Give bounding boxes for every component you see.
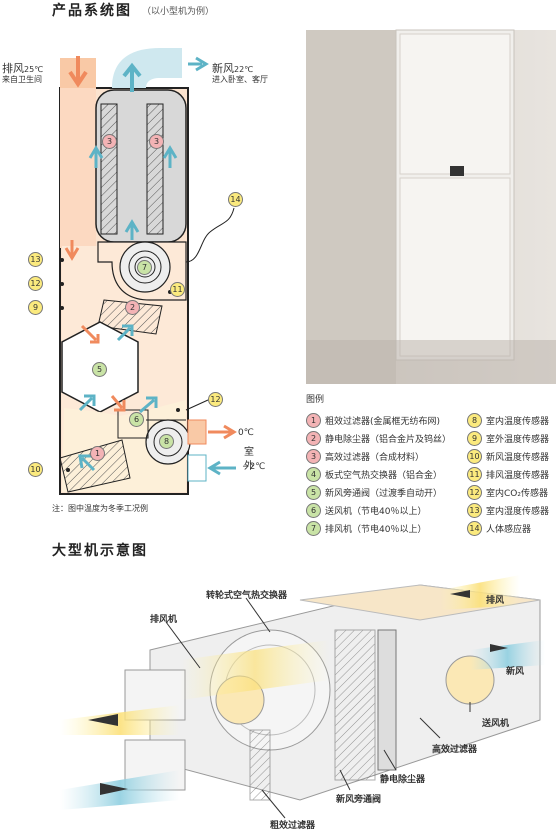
legend-number: 8	[467, 412, 482, 428]
marker-9: 10	[28, 462, 43, 477]
legend-text: 室内温度传感器	[486, 416, 550, 427]
label-hepa: 高效过滤器	[432, 745, 478, 755]
marker-8: 9	[28, 300, 43, 315]
legend-item: 6 送风机（节电40％以上）	[306, 502, 426, 518]
label-exhaust: 排风	[486, 596, 505, 606]
fresh-air-dest: 进入卧室、客厅	[212, 75, 268, 84]
legend-text: 送风机（节电40％以上）	[325, 506, 427, 517]
system-subtitle: （以小型机为例）	[142, 7, 215, 17]
system-title: 产品系统图	[52, 3, 132, 19]
marker-2: 2	[125, 300, 140, 315]
label-exhaust-fan: 排风机	[150, 615, 178, 625]
legend-item: 8 室内温度传感器	[467, 412, 549, 428]
legend-number: 10	[467, 448, 482, 464]
legend-item: 1 粗效过滤器(金属框无纺布网)	[306, 412, 440, 428]
label-coarse: 粗效过滤器	[270, 821, 316, 831]
marker-12: 12	[28, 276, 43, 291]
marker-5: 6	[129, 412, 144, 427]
outdoor-label: 室 外	[244, 447, 254, 472]
legend-item: 9 室外温度传感器	[467, 430, 549, 446]
legend-number: 7	[306, 520, 321, 536]
legend-text: 粗效过滤器(金属框无纺布网)	[325, 416, 441, 427]
marker-1: 1	[90, 446, 105, 461]
marker-10: 11	[170, 282, 185, 297]
legend-text: 板式空气热交换器（铝合金）	[325, 470, 443, 481]
legend-item: 3 高效过滤器（合成材料）	[306, 448, 424, 464]
legend-item: 5 新风旁通阀（过渡季自动开）	[306, 484, 442, 500]
legend-text: 高效过滤器（合成材料）	[325, 452, 425, 463]
legend-item: 10 新风温度传感器	[467, 448, 549, 464]
label-rotary: 转轮式空气热交换器	[206, 591, 288, 601]
legend-number: 11	[467, 466, 482, 482]
legend-item: 14 人体感应器	[467, 520, 531, 536]
marker-14: 14	[228, 192, 243, 207]
legend-text: 室内湿度传感器	[486, 506, 550, 517]
marker-3b: 3	[149, 134, 164, 149]
legend-text: 静电除尘器（铝合金片及钨丝）	[325, 434, 452, 445]
legend-number: 4	[306, 466, 321, 482]
legend-item: 12 室内CO₂传感器	[467, 484, 548, 500]
label-fresh: 新风	[506, 667, 525, 677]
electrostatic-filter	[97, 299, 163, 335]
outdoor-temp-out: −2℃	[242, 462, 266, 472]
exhaust-air-source: 来自卫生间	[2, 75, 42, 84]
exhaust-air-label: 排风25℃	[2, 62, 44, 75]
marker-13: 13	[28, 252, 43, 267]
legend-number: 9	[467, 430, 482, 446]
esp-filter	[377, 629, 397, 771]
legend-text: 室内CO₂传感器	[486, 488, 548, 499]
legend-item: 11 排风温度传感器	[467, 466, 549, 482]
marker-4: 5	[92, 362, 107, 377]
marker-3a: 3	[102, 134, 117, 149]
legend-number: 13	[467, 502, 482, 518]
legend-text: 室外温度传感器	[486, 434, 550, 445]
legend-text: 新风旁通阀（过渡季自动开）	[325, 488, 443, 499]
legend-number: 5	[306, 484, 321, 500]
marker-7: 8	[159, 434, 174, 449]
legend-item: 13 室内湿度传感器	[467, 502, 549, 518]
hepa-filter	[334, 629, 376, 781]
legend-number: 2	[306, 430, 321, 446]
legend-item: 4 板式空气热交换器（铝合金）	[306, 466, 442, 482]
label-supply-fan: 送风机	[482, 719, 510, 729]
label-esp: 静电除尘器	[380, 775, 426, 785]
legend-item: 7 排风机（节电40％以上）	[306, 520, 426, 536]
legend-number: 12	[467, 484, 482, 500]
temperature-note: 注：图中温度为冬季工况例	[52, 504, 148, 513]
legend-item: 2 静电除尘器（铝合金片及钨丝）	[306, 430, 451, 446]
legend-number: 3	[306, 448, 321, 464]
outdoor-temp-in: 0℃	[238, 428, 254, 438]
legend-number: 6	[306, 502, 321, 518]
fresh-duct	[112, 48, 182, 88]
legend-title: 图例	[306, 395, 325, 405]
legend-text: 排风机（节电40％以上）	[325, 524, 427, 535]
fresh-air-label: 新风22℃	[212, 62, 254, 75]
label-bypass: 新风旁通阀	[336, 795, 382, 805]
coarse-filter	[59, 439, 131, 493]
legend-number: 1	[306, 412, 321, 428]
marker-11: 12	[208, 392, 223, 407]
large-title: 大型机示意图	[52, 543, 148, 559]
legend-text: 新风温度传感器	[486, 452, 550, 463]
legend-text: 排风温度传感器	[486, 470, 550, 481]
marker-6: 7	[137, 260, 152, 275]
legend-number: 14	[467, 520, 482, 536]
legend-text: 人体感应器	[486, 524, 532, 535]
